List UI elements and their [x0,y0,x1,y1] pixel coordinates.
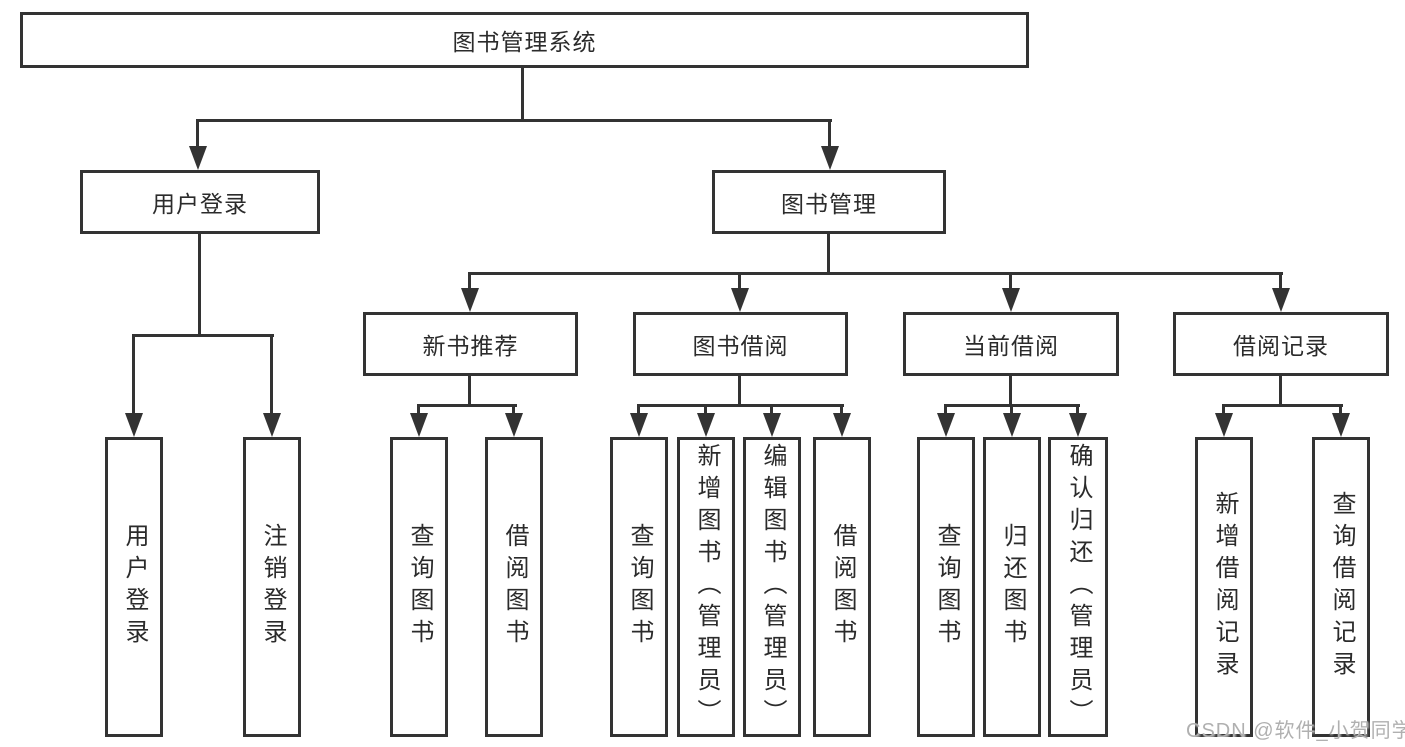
arrow-down-icon [263,413,281,437]
connector-vline [198,232,201,336]
connector-vline [1222,404,1225,416]
connector-vline [944,404,947,416]
connector-vline [738,272,741,291]
leaf-add-borrow-record: 新增借阅记录 [1195,437,1253,737]
arrow-down-icon [1272,288,1290,312]
arrow-down-icon [821,146,839,170]
connector-vline [738,374,741,407]
connector-vline [1279,272,1282,291]
connector-vline [468,374,471,407]
arrow-down-icon [125,413,143,437]
leaf-borrow-books: 借阅图书 [813,437,871,737]
leaf-edit-book-admin: 编辑图书（管理员） [743,437,801,737]
node-user-login: 用户登录 [80,170,320,234]
connector-hline [417,404,517,407]
node-current-borrow: 当前借阅 [903,312,1119,376]
connector-vline [1009,374,1012,407]
arrow-down-icon [410,413,428,437]
connector-vline [1339,404,1342,416]
node-root: 图书管理系统 [20,12,1029,68]
arrow-down-icon [763,413,781,437]
connector-hline [197,119,832,122]
connector-vline [828,119,831,151]
connector-vline [704,404,707,416]
connector-vline [1010,404,1013,416]
arrow-down-icon [1003,413,1021,437]
node-borrow-records: 借阅记录 [1173,312,1389,376]
connector-vline [840,404,843,416]
connector-vline [132,334,135,416]
leaf-borrow-books-recommend: 借阅图书 [485,437,543,737]
leaf-add-book-admin: 新增图书（管理员） [677,437,735,737]
arrow-down-icon [1215,413,1233,437]
leaf-logout-login: 注销登录 [243,437,301,737]
connector-vline [270,334,273,416]
connector-vline [770,404,773,416]
leaf-confirm-return-admin: 确认归还（管理员） [1048,437,1108,737]
arrow-down-icon [1069,413,1087,437]
arrow-down-icon [833,413,851,437]
connector-vline [637,404,640,416]
arrow-down-icon [1332,413,1350,437]
connector-hline [1222,404,1343,407]
connector-vline [827,232,830,275]
leaf-query-books-current: 查询图书 [917,437,975,737]
connector-hline [469,272,1283,275]
connector-vline [196,119,199,151]
arrow-down-icon [630,413,648,437]
connector-vline [1009,272,1012,291]
leaf-query-books-recommend: 查询图书 [390,437,448,737]
connector-vline [512,404,515,416]
connector-hline [637,404,844,407]
node-new-book-recommend: 新书推荐 [363,312,578,376]
connector-vline [521,66,524,121]
connector-vline [468,272,471,291]
leaf-query-books-borrow: 查询图书 [610,437,668,737]
connector-vline [1076,404,1079,416]
connector-hline [133,334,274,337]
arrow-down-icon [461,288,479,312]
node-book-management: 图书管理 [712,170,946,234]
leaf-return-books: 归还图书 [983,437,1041,737]
connector-vline [1279,374,1282,407]
leaf-query-borrow-record: 查询借阅记录 [1312,437,1370,737]
arrow-down-icon [505,413,523,437]
arrow-down-icon [189,146,207,170]
arrow-down-icon [1002,288,1020,312]
arrow-down-icon [731,288,749,312]
leaf-user-login: 用户登录 [105,437,163,737]
node-book-borrow: 图书借阅 [633,312,848,376]
connector-vline [417,404,420,416]
arrow-down-icon [937,413,955,437]
csdn-watermark: CSDN @软件_小贺同学 [1186,720,1405,742]
arrow-down-icon [697,413,715,437]
